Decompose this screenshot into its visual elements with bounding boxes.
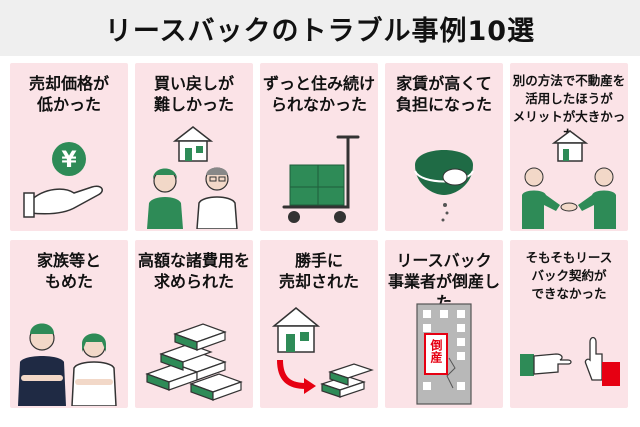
empty-wallet-icon bbox=[414, 150, 474, 222]
case-card-9: リースバック 事業者が倒産した 倒産 bbox=[385, 240, 503, 408]
case-label: 別の方法で不動産を 活用したほうが メリットが大きかった bbox=[512, 73, 626, 142]
case-label: そもそもリース バック契約が できなかった bbox=[525, 250, 613, 301]
bankrupt-building-icon: 倒産 bbox=[416, 303, 472, 405]
case-label: 売却価格が 低かった bbox=[28, 74, 109, 114]
case-card-3: ずっと住み続け られなかった bbox=[260, 63, 378, 231]
case-label: ずっと住み続け られなかった bbox=[262, 74, 375, 114]
case-label: 高額な諸費用を 求められた bbox=[137, 251, 250, 291]
page-title: リースバックのトラブル事例10選 bbox=[104, 15, 536, 47]
case-label: 家族等と もめた bbox=[36, 251, 101, 291]
bankrupt-notice: 倒産 bbox=[429, 338, 443, 364]
arguing-couple-icon bbox=[18, 323, 117, 406]
case-card-7: 高額な諸費用を 求められた bbox=[135, 240, 253, 408]
cases-grid: 売却価格が 低かった ¥ 買い戻しが 難しかった ずっと住み続け られなかった bbox=[10, 63, 628, 408]
money-stacks-icon bbox=[145, 323, 243, 401]
title-bar: リースバックのトラブル事例10選 bbox=[0, 0, 640, 56]
case-card-1: 売却価格が 低かった ¥ bbox=[10, 63, 128, 231]
case-label: 勝手に 売却された bbox=[278, 251, 359, 291]
yen-coin-hand-icon: ¥ bbox=[23, 142, 103, 218]
case-card-8: 勝手に 売却された bbox=[260, 240, 378, 408]
handshake-house-icon bbox=[522, 130, 616, 229]
case-card-6: 家族等と もめた bbox=[10, 240, 128, 408]
case-label: 家賃が高くて 負担になった bbox=[395, 74, 492, 114]
yen-symbol: ¥ bbox=[61, 148, 77, 173]
house-to-money-icon bbox=[271, 307, 374, 398]
case-card-10: そもそもリース バック契約が できなかった bbox=[510, 240, 628, 408]
moving-cart-boxes-icon bbox=[282, 135, 360, 223]
rejected-handshake-icon bbox=[520, 336, 620, 386]
case-card-2: 買い戻しが 難しかった bbox=[135, 63, 253, 231]
case-card-5: 別の方法で不動産を 活用したほうが メリットが大きかった bbox=[510, 63, 628, 231]
worried-couple-house-icon bbox=[147, 126, 238, 229]
case-card-4: 家賃が高くて 負担になった bbox=[385, 63, 503, 231]
case-label: 買い戻しが 難しかった bbox=[153, 74, 234, 114]
